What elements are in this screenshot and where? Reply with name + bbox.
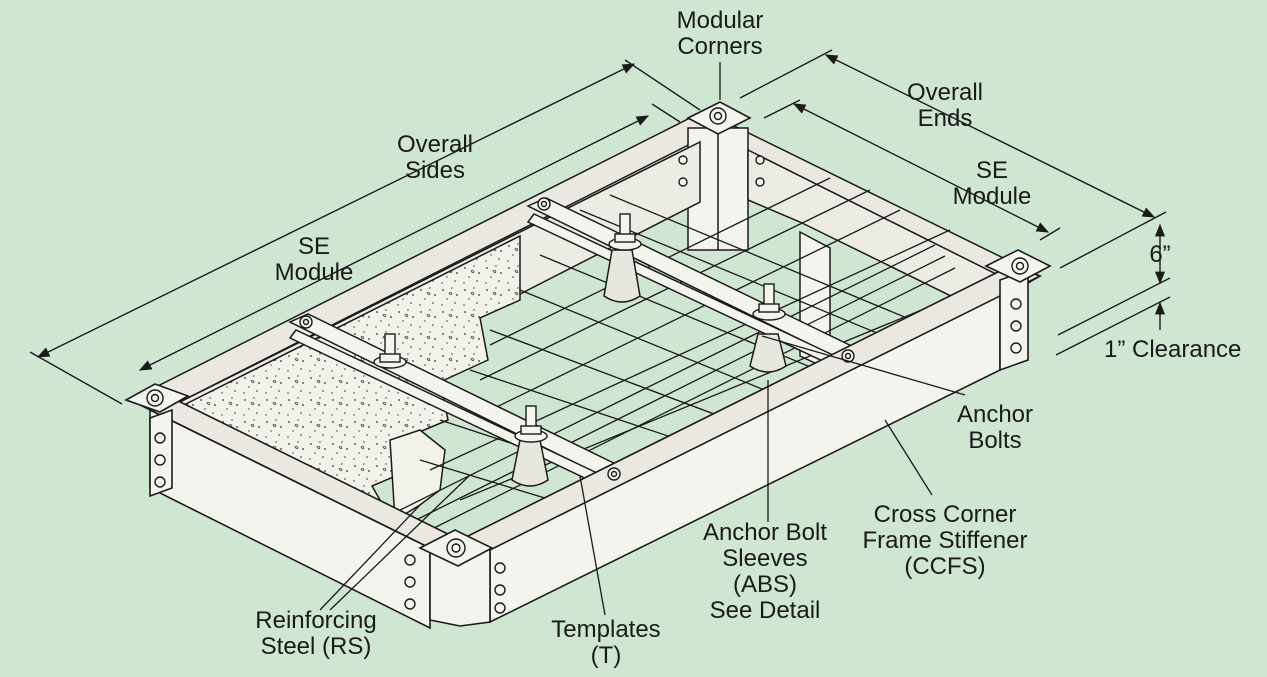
frame-front-walls	[127, 265, 1043, 630]
label-line: Ends	[917, 105, 973, 132]
label-modular-corners: Modular Corners	[668, 8, 772, 60]
anchor-bolt	[752, 283, 786, 321]
label-line: Bolts	[968, 427, 1022, 454]
bolt-head-icon	[154, 432, 166, 488]
label-se-module-end: SE Module	[940, 158, 1044, 210]
bolt-head-icon	[841, 349, 855, 363]
label-line: Templates	[551, 616, 661, 643]
label-line: Frame Stiffener	[862, 527, 1028, 554]
bolt-head-icon	[607, 467, 621, 481]
label-line: Overall	[396, 131, 474, 158]
label-reinforcing-steel: Reinforcing Steel (RS)	[246, 608, 386, 660]
label-line: Sleeves	[722, 545, 808, 572]
label-line: (ABS)	[732, 571, 797, 598]
label-cross-corner-frame-stiffener: Cross Corner Frame Stiffener (CCFS)	[850, 502, 1040, 580]
bolt-head-icon	[1011, 257, 1029, 275]
label-se-module-side: SE Module	[262, 234, 366, 286]
dimension-lines	[29, 49, 1171, 405]
label-line: SE	[297, 233, 330, 260]
label-line: See Detail	[709, 597, 821, 624]
label-line: (T)	[590, 642, 622, 669]
label-line: Cross Corner	[873, 501, 1017, 528]
label-height: 6”	[1140, 242, 1180, 268]
bolt-head-icon	[678, 155, 765, 187]
label-clearance: 1” Clearance	[1104, 337, 1264, 363]
label-anchor-bolt-sleeves: Anchor Bolt Sleeves (ABS) See Detail	[690, 520, 840, 624]
label-anchor-bolts: Anchor Bolts	[940, 402, 1050, 454]
bolt-head-icon	[404, 554, 416, 610]
bolt-head-icon	[709, 107, 727, 125]
leader-lines	[319, 62, 966, 616]
label-line: Module	[274, 259, 354, 286]
bolt-head-icon	[446, 538, 466, 558]
label-line: Corners	[677, 33, 763, 60]
label-templates: Templates (T)	[538, 617, 674, 669]
label-line: Anchor	[956, 401, 1034, 428]
anchor-bolts	[373, 213, 786, 443]
bolt-heads	[146, 107, 1029, 614]
bolt-head-icon	[1010, 298, 1022, 354]
label-line: Reinforcing	[255, 607, 377, 634]
label-line: 1” Clearance	[1104, 336, 1242, 363]
label-line: (CCFS)	[904, 553, 986, 580]
bolt-head-icon	[299, 315, 313, 329]
anchor-bolt	[514, 405, 548, 443]
label-overall-ends: Overall Ends	[890, 80, 1000, 132]
anchor-bolt	[373, 333, 407, 369]
anchor-bolt	[608, 213, 642, 251]
anchor-bolt-sleeves	[511, 249, 787, 487]
bolt-head-icon	[537, 197, 551, 211]
label-line: Sides	[404, 157, 466, 184]
label-line: Modular	[676, 7, 764, 34]
label-line: Module	[952, 183, 1032, 210]
label-overall-sides: Overall Sides	[380, 132, 490, 184]
label-line: Anchor Bolt	[702, 519, 828, 546]
bolt-head-icon	[494, 562, 506, 614]
label-line: Steel (RS)	[260, 633, 372, 660]
bolt-head-icon	[146, 389, 164, 407]
label-line: 6”	[1149, 241, 1171, 268]
label-line: Overall	[906, 79, 984, 106]
label-line: SE	[975, 157, 1008, 184]
